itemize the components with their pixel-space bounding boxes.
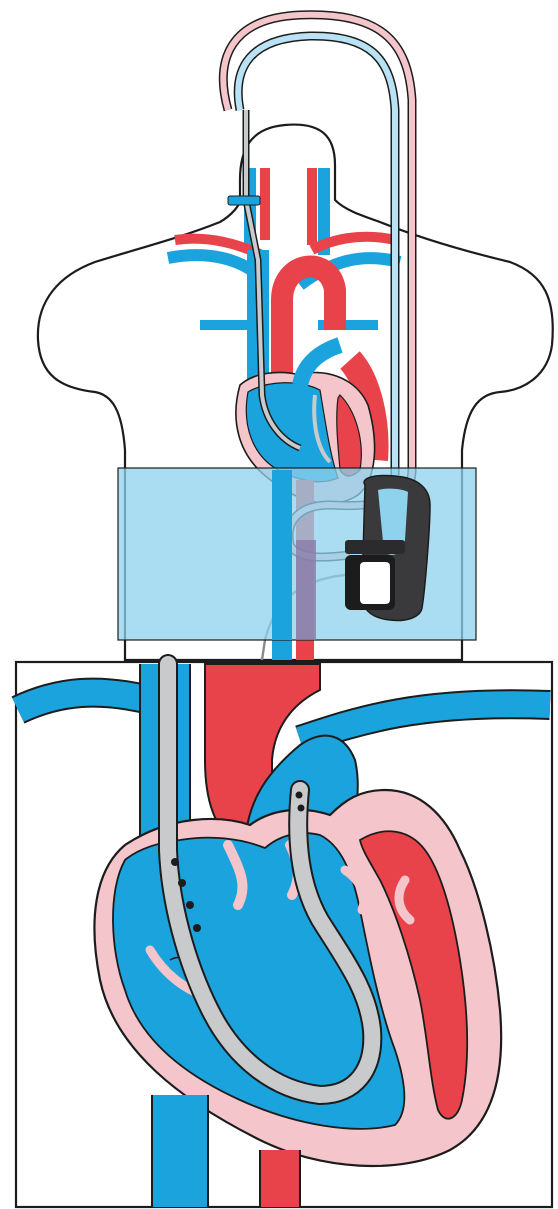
catheter-hole-3: [186, 901, 194, 909]
catheter-hole-1: [171, 858, 179, 866]
insertion-clamp: [228, 196, 260, 205]
catheter-tip-hole-1: [296, 792, 303, 799]
torso-panel: [38, 15, 553, 660]
catheter-tip-hole-2: [298, 805, 305, 812]
catheter-hole-2: [178, 879, 186, 887]
catheter-hole-4: [193, 924, 201, 932]
heart-detail-panel: [16, 662, 552, 1207]
pump-motor-face: [360, 562, 390, 604]
aorta-through-belt: [296, 540, 316, 640]
pump-connector: [345, 540, 405, 554]
